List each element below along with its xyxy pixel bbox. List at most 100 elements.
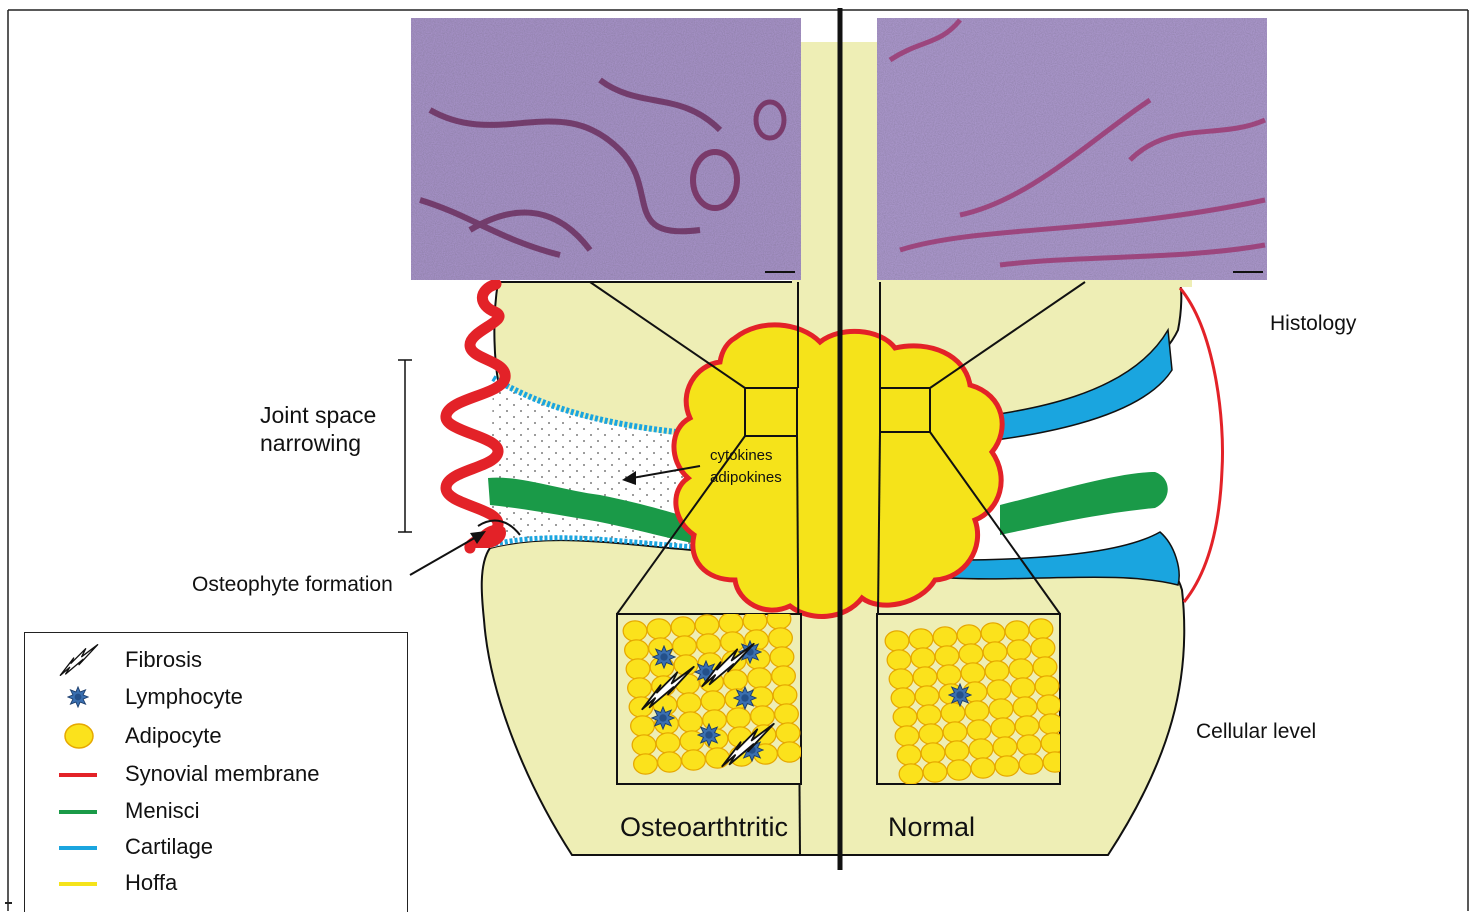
adipocyte-cell (959, 644, 983, 664)
adipocyte-cell (887, 650, 911, 670)
adipocyte-cell (770, 647, 794, 667)
adipocyte-cell (695, 615, 719, 635)
adipocyte-cell (1009, 659, 1033, 679)
legend-item-fibrosis: Fibrosis (25, 643, 405, 677)
legend-item-adipocyte: Adipocyte (25, 719, 405, 753)
adipocyte-cell (679, 712, 703, 732)
adipocyte-cell (1033, 657, 1057, 677)
adipocyte-cell (947, 760, 971, 780)
adipocyte-cell (909, 629, 933, 649)
normal-cellular-panel (877, 614, 1067, 784)
adipocyte-cell (776, 723, 800, 743)
adipocyte-cell (724, 670, 748, 690)
adipocyte-cell (706, 748, 730, 768)
adipocyte-cell (673, 636, 697, 656)
normal-cartilage-lower (950, 532, 1179, 585)
adipocyte-cell (703, 710, 727, 730)
adipocyte-cell (917, 705, 941, 725)
oa-cellular-panel (617, 609, 801, 784)
adipocyte-cell (957, 625, 981, 645)
hoffa-swatch (55, 866, 123, 900)
legend-item-lymphocyte: Lymphocyte (25, 680, 405, 714)
adipocyte-cell (987, 680, 1011, 700)
adipocyte-cell (682, 750, 706, 770)
adipocyte-cell (769, 628, 793, 648)
menisci-swatch (55, 794, 123, 828)
joint-space-narrowing-label-line1: Joint space (260, 402, 376, 429)
legend-item-synovial-membrane: Synovial membrane (25, 757, 405, 791)
adipocyte-cell (625, 640, 649, 660)
adipocyte-cell (1007, 640, 1031, 660)
adipocyte-cell (937, 665, 961, 685)
adipocyte-cell (697, 634, 721, 654)
adipocyte-cell (935, 646, 959, 666)
adipocyte-cell (1017, 735, 1041, 755)
fibrosis-icon (55, 643, 123, 677)
legend-item-cartilage: Cartilage (25, 830, 405, 864)
adipocyte-cell (727, 708, 751, 728)
adipocyte-cell (969, 739, 993, 759)
adipocyte-cell (919, 724, 943, 744)
histology-image-normal (877, 18, 1267, 280)
legend-label: Hoffa (125, 870, 177, 896)
legend-item-hoffa: Hoffa (25, 866, 405, 900)
adipocyte-cell (985, 661, 1009, 681)
adipocyte-cell (899, 764, 923, 784)
normal-label: Normal (888, 812, 975, 843)
adipocyte-cell (993, 737, 1017, 757)
legend: Fibrosis Lymphocyte Adipocyte Synovial m… (24, 632, 408, 912)
adipocyte-icon (55, 719, 123, 753)
adipocyte-cell (967, 720, 991, 740)
adipocyte-cell (889, 669, 913, 689)
adipocyte-cell (915, 686, 939, 706)
lymphocyte-cell (949, 684, 971, 706)
adipocyte-cell (721, 632, 745, 652)
adipocyte-cell (631, 716, 655, 736)
adipocyte-cell (981, 623, 1005, 643)
adipocyte-cell (647, 619, 671, 639)
adipocyte-cell (897, 745, 921, 765)
joint-space-bracket (398, 360, 412, 532)
adipocyte-cell (891, 688, 915, 708)
histology-image-oa (411, 18, 801, 280)
adipocyte-cell (965, 701, 989, 721)
osteophyte-arrow (410, 531, 486, 575)
synovial-membrane-swatch (55, 757, 123, 791)
lymphocyte-cell (698, 724, 720, 746)
legend-label: Cartilage (125, 834, 213, 860)
adipocyte-cell (911, 648, 935, 668)
adipocyte-cell (923, 762, 947, 782)
normal-meniscus (1000, 472, 1168, 535)
legend-item-menisci: Menisci (25, 794, 405, 828)
adipocyte-cell (632, 735, 656, 755)
adipocyte-cell (677, 693, 701, 713)
adipocyte-cell (1019, 754, 1043, 774)
adipocyte-cell (989, 699, 1013, 719)
adipocyte-cell (1031, 638, 1055, 658)
adipocyte-cell (1039, 714, 1063, 734)
legend-label: Fibrosis (125, 647, 202, 673)
adipocyte-cell (885, 631, 909, 651)
adipocyte-cell (719, 613, 743, 633)
adipocyte-cell (995, 756, 1019, 776)
legend-label: Adipocyte (125, 723, 222, 749)
adipocyte-cell (983, 642, 1007, 662)
cytokines-label: cytokines (710, 447, 773, 464)
adipocyte-cell (971, 758, 995, 778)
adipocyte-cell (961, 663, 985, 683)
joint-space-narrowing-label-line2: narrowing (260, 430, 361, 457)
legend-label: Menisci (125, 798, 200, 824)
adipocyte-cell (1037, 695, 1061, 715)
adipocyte-cell (941, 703, 965, 723)
adipocyte-cell (1029, 619, 1053, 639)
adipocyte-cell (626, 659, 650, 679)
osteophyte-formation-label: Osteophyte formation (192, 573, 393, 597)
adipocyte-cell (772, 666, 796, 686)
adipocyte-cell (933, 627, 957, 647)
adipocyte-cell (945, 741, 969, 761)
adipocyte-cell (1013, 697, 1037, 717)
adipocyte-cell (701, 691, 725, 711)
adipocyte-cell (623, 621, 647, 641)
adipocyte-cell (893, 707, 917, 727)
lymphocyte-cell (653, 646, 675, 668)
